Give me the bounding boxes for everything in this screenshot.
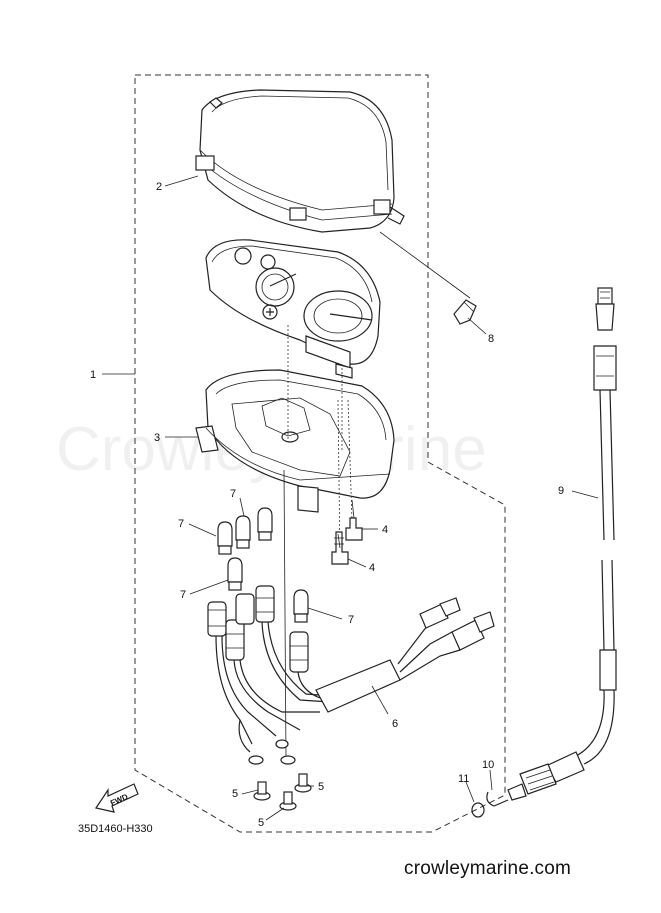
screw-part-5-b <box>294 773 312 793</box>
center-line-e <box>283 469 287 761</box>
upper-cover <box>195 89 405 233</box>
bulb-7-b <box>235 515 251 549</box>
callout-7-right: 7 <box>348 614 354 626</box>
screw-part-8 <box>379 231 477 325</box>
bulb-7-d <box>227 557 243 591</box>
meter-dial <box>205 239 381 379</box>
website-footer[interactable]: crowleymarine.com <box>404 858 572 879</box>
bulb-7-a <box>217 521 233 555</box>
callout-5-bottom: 5 <box>258 817 264 829</box>
bulb-7-c <box>257 507 273 541</box>
callout-9: 9 <box>558 485 564 497</box>
callout-10: 10 <box>482 759 494 771</box>
fwd-arrow-icon: FWD <box>95 783 139 813</box>
screw-part-4-lower <box>331 531 349 565</box>
speedometer-cable <box>507 287 617 801</box>
callout-1: 1 <box>90 369 96 381</box>
callout-5-right: 5 <box>318 781 324 793</box>
callout-7-lower: 7 <box>180 589 186 601</box>
center-line-d <box>347 399 353 521</box>
meter-case <box>195 369 395 513</box>
screw-part-5-c <box>279 791 297 811</box>
callout-4-upper: 4 <box>382 524 388 536</box>
assembly-boundary <box>134 74 506 833</box>
o-ring-part-11 <box>471 802 485 818</box>
bulb-7-e <box>293 589 309 623</box>
callout-4-lower: 4 <box>369 562 375 574</box>
callout-2: 2 <box>156 181 162 193</box>
callout-7-top: 7 <box>230 488 236 500</box>
callout-11: 11 <box>458 773 469 785</box>
screw-part-4-upper <box>345 499 363 541</box>
callout-6: 6 <box>392 718 398 730</box>
callout-8: 8 <box>488 333 494 345</box>
clip-part-10 <box>486 791 509 807</box>
drawing-code: 35D1460-H330 <box>78 823 153 835</box>
callout-7-left: 7 <box>178 518 184 530</box>
callout-5-left: 5 <box>232 788 238 800</box>
callout-3: 3 <box>154 432 160 444</box>
callout-leaders <box>102 175 599 821</box>
wire-harness <box>207 585 495 765</box>
screw-part-5-a <box>253 781 271 801</box>
